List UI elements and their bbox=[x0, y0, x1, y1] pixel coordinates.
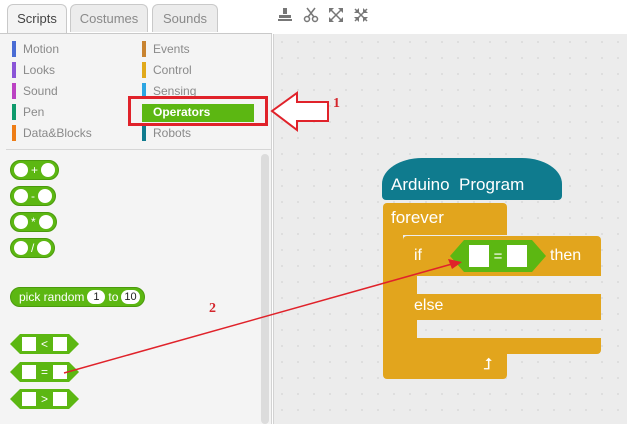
random-from-input[interactable]: 1 bbox=[87, 290, 106, 304]
shrink-icon[interactable] bbox=[353, 7, 369, 23]
if-else-block-bottom bbox=[403, 338, 601, 354]
multiply-block[interactable]: * bbox=[10, 212, 57, 232]
category-label: Sound bbox=[23, 84, 58, 98]
category-label: Control bbox=[153, 63, 192, 77]
input-slot bbox=[53, 365, 67, 379]
palette-scrollbar[interactable] bbox=[261, 154, 269, 424]
motion-swatch bbox=[12, 41, 16, 57]
category-events[interactable]: Events bbox=[142, 40, 190, 58]
input-slot bbox=[37, 241, 52, 255]
category-label: Events bbox=[153, 42, 190, 56]
tab-sounds[interactable]: Sounds bbox=[152, 4, 218, 32]
category-list: Motion Looks Sound Pen Data&Blocks Event… bbox=[0, 34, 272, 146]
operator-symbol: < bbox=[41, 337, 49, 351]
loop-arrow-icon: ⮥ bbox=[483, 356, 493, 373]
category-robots[interactable]: Robots bbox=[142, 124, 191, 142]
operators-swatch bbox=[142, 104, 146, 120]
robots-swatch bbox=[142, 125, 146, 141]
arduino-program-hat-block[interactable]: Arduino Program bbox=[382, 158, 562, 200]
category-sound[interactable]: Sound bbox=[12, 82, 58, 100]
block-label: pick random bbox=[19, 290, 85, 304]
random-to-input[interactable]: 10 bbox=[121, 290, 140, 304]
input-slot bbox=[53, 337, 67, 351]
category-data-blocks[interactable]: Data&Blocks bbox=[12, 124, 92, 142]
control-swatch bbox=[142, 62, 146, 78]
operator-symbol: = bbox=[41, 365, 49, 379]
sound-swatch bbox=[12, 83, 16, 99]
forever-block[interactable]: forever bbox=[383, 203, 507, 235]
category-label: Looks bbox=[23, 63, 56, 77]
category-label: Pen bbox=[23, 105, 45, 119]
forever-block-arm bbox=[383, 235, 403, 347]
operator-symbol: = bbox=[493, 247, 503, 265]
operator-symbol: * bbox=[31, 215, 36, 229]
category-label: Motion bbox=[23, 42, 60, 56]
add-block[interactable]: + bbox=[10, 160, 60, 180]
tab-bar: Scripts Costumes Sounds bbox=[0, 0, 272, 35]
condition-left-input[interactable] bbox=[468, 245, 489, 267]
greater-than-block[interactable]: > bbox=[10, 389, 79, 409]
else-section: else bbox=[403, 294, 601, 320]
else-label: else bbox=[414, 297, 444, 314]
category-looks[interactable]: Looks bbox=[12, 61, 55, 79]
annotation-label-2: 2 bbox=[209, 301, 216, 316]
events-swatch bbox=[142, 41, 146, 57]
grow-icon[interactable] bbox=[328, 7, 344, 23]
category-label: Robots bbox=[153, 126, 192, 140]
category-operators[interactable]: Operators bbox=[142, 103, 210, 121]
input-slot bbox=[41, 163, 56, 177]
category-pen[interactable]: Pen bbox=[12, 103, 44, 121]
operator-symbol: / bbox=[31, 241, 35, 255]
annotation-highlight-box bbox=[128, 96, 268, 126]
pick-random-block[interactable]: pick random 1 to 10 bbox=[10, 287, 145, 307]
subtract-block[interactable]: - bbox=[10, 186, 56, 206]
condition-right-input[interactable] bbox=[507, 245, 528, 267]
input-slot bbox=[14, 241, 28, 255]
input-slot bbox=[53, 392, 67, 406]
less-than-block[interactable]: < bbox=[10, 334, 79, 354]
else-block-arm bbox=[403, 320, 417, 338]
input-slot bbox=[38, 215, 53, 229]
category-control[interactable]: Control bbox=[142, 61, 192, 79]
stamp-icon[interactable] bbox=[277, 7, 293, 23]
category-sensing[interactable]: Sensing bbox=[142, 82, 196, 100]
tabs-divider bbox=[0, 33, 272, 34]
input-slot bbox=[38, 189, 52, 203]
if-label: if bbox=[414, 247, 422, 264]
block-label: to bbox=[108, 290, 119, 304]
input-slot bbox=[14, 189, 28, 203]
looks-swatch bbox=[12, 62, 16, 78]
category-label: Data&Blocks bbox=[23, 126, 92, 140]
operator-symbol: > bbox=[41, 392, 49, 406]
input-slot bbox=[14, 163, 28, 177]
hat-label: Arduino Program bbox=[391, 175, 525, 194]
palette-divider bbox=[6, 149, 272, 150]
category-label: Sensing bbox=[153, 84, 197, 98]
then-label: then bbox=[550, 247, 582, 264]
category-motion[interactable]: Motion bbox=[12, 40, 59, 58]
condition-equals-block[interactable]: = bbox=[450, 240, 546, 272]
tab-scripts[interactable]: Scripts bbox=[7, 4, 67, 35]
input-slot bbox=[14, 215, 28, 229]
selected-category-highlight bbox=[142, 104, 254, 122]
operator-symbol: - bbox=[31, 189, 35, 203]
block-palette: Motion Looks Sound Pen Data&Blocks Event… bbox=[0, 34, 272, 424]
cut-icon[interactable] bbox=[303, 7, 319, 23]
input-slot bbox=[22, 365, 36, 379]
category-label: Operators bbox=[153, 105, 211, 119]
forever-label: forever bbox=[391, 208, 444, 227]
input-slot bbox=[22, 337, 36, 351]
if-block-arm bbox=[403, 276, 417, 294]
data-swatch bbox=[12, 125, 16, 141]
input-slot bbox=[22, 392, 36, 406]
equals-block[interactable]: = bbox=[10, 362, 79, 382]
pen-swatch bbox=[12, 104, 16, 120]
sensing-swatch bbox=[142, 83, 146, 99]
divide-block[interactable]: / bbox=[10, 238, 56, 258]
annotation-label-1: 1 bbox=[333, 96, 340, 111]
tab-costumes[interactable]: Costumes bbox=[70, 4, 148, 32]
operator-symbol: + bbox=[31, 163, 39, 177]
